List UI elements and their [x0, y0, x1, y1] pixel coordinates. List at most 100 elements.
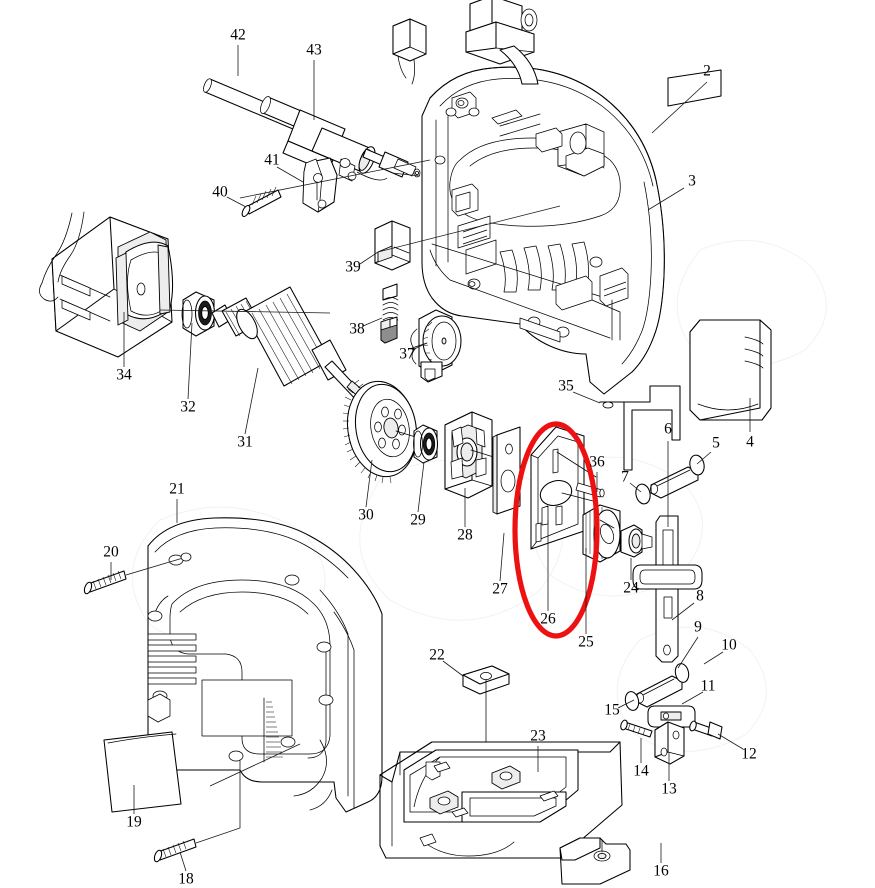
callout-number-21: 21 [169, 481, 185, 498]
callout-number-22: 22 [429, 647, 445, 664]
callout-number-30: 30 [358, 507, 374, 524]
callout-leader-35 [572, 391, 601, 404]
callout-40: 40 [212, 184, 247, 208]
callout-leader-7 [629, 482, 642, 493]
part-32-bearing [181, 291, 216, 337]
callout-number-43: 43 [306, 42, 322, 59]
callout-32: 32 [180, 322, 196, 416]
callout-leader-9 [677, 636, 699, 669]
callout-number-31: 31 [237, 434, 253, 451]
callout-leader-12 [717, 733, 744, 750]
callout-leader-3 [647, 187, 685, 211]
part-35-bracket [599, 385, 681, 471]
part-8-lever-arm [632, 515, 703, 663]
part-21-housing-left [147, 517, 383, 813]
callout-28: 28 [457, 488, 473, 544]
callout-6: 6 [664, 421, 672, 527]
callout-leader-40 [226, 196, 247, 208]
callout-23: 23 [530, 728, 546, 772]
callout-12: 12 [717, 733, 757, 763]
callout-13: 13 [661, 752, 677, 798]
part-9-link [636, 675, 683, 708]
internal-leader-lines [159, 159, 561, 787]
part-18-screw [153, 760, 241, 863]
callout-number-11: 11 [701, 678, 716, 695]
callout-layer: 2345678910111213141516181920212223242526… [103, 27, 757, 888]
callout-25: 25 [578, 548, 594, 651]
callout-number-39: 39 [345, 259, 361, 276]
callout-number-6: 6 [664, 421, 672, 438]
part-24-stud [620, 524, 653, 558]
part-25-roller [582, 504, 621, 563]
callout-leader-8 [671, 602, 695, 621]
callout-number-7: 7 [621, 469, 629, 486]
callout-number-38: 38 [349, 321, 365, 338]
top-components [392, 0, 539, 85]
callout-number-24: 24 [623, 580, 639, 597]
part-38-brush [380, 283, 399, 344]
part-34-field [39, 211, 174, 358]
callout-number-37: 37 [399, 346, 415, 363]
part-43-plunger [260, 96, 421, 178]
part-30-gear [342, 380, 433, 484]
part-5-washer [689, 454, 705, 476]
gear-teeth [342, 388, 392, 484]
callout-leader-29 [417, 461, 425, 513]
callout-number-16: 16 [653, 863, 669, 880]
callout-number-3: 3 [688, 173, 696, 190]
callout-11: 11 [681, 678, 716, 705]
callout-number-10: 10 [721, 637, 737, 654]
callout-24: 24 [623, 558, 639, 597]
callout-number-35: 35 [558, 378, 574, 395]
callout-8: 8 [671, 588, 704, 621]
callout-leader-5 [696, 451, 712, 465]
part-10-washer [674, 663, 690, 683]
ghost-watermark [131, 239, 827, 752]
callout-10: 10 [703, 637, 737, 665]
callout-22: 22 [429, 647, 464, 677]
callout-15: 15 [604, 699, 635, 719]
part-4-cover [689, 319, 772, 421]
part-19-plate [103, 731, 182, 813]
part-11-guide-block [647, 705, 696, 728]
part-37-brush-holder [410, 309, 462, 383]
callout-number-27: 27 [492, 581, 508, 598]
callout-30: 30 [358, 459, 374, 524]
callout-number-40: 40 [212, 184, 228, 201]
callout-leader-32 [187, 322, 193, 400]
callout-leader-27 [499, 532, 505, 582]
callout-42: 42 [230, 27, 246, 76]
callout-number-2: 2 [703, 63, 711, 80]
callout-number-9: 9 [694, 619, 702, 636]
callout-leader-39 [359, 251, 379, 265]
callout-number-8: 8 [696, 588, 704, 605]
red-highlight-ellipse [512, 421, 600, 639]
callout-31: 31 [237, 367, 259, 451]
callout-19: 19 [126, 785, 142, 831]
callout-36: 36 [589, 454, 605, 492]
part-3-housing [421, 66, 665, 395]
callout-38: 38 [349, 317, 383, 338]
callout-number-42: 42 [230, 27, 246, 44]
callout-number-19: 19 [126, 814, 142, 831]
callout-3: 3 [647, 173, 696, 211]
callout-20: 20 [103, 544, 119, 580]
spring-coils [382, 297, 399, 321]
callout-number-34: 34 [116, 367, 132, 384]
part-31-armature [211, 286, 373, 405]
callout-2: 2 [651, 63, 711, 134]
callout-leader-41 [276, 166, 304, 183]
callout-leader-10 [703, 651, 724, 665]
part-29-bearing [413, 424, 439, 464]
callout-leader-2 [651, 81, 708, 134]
callout-37: 37 [399, 342, 428, 363]
part-23-base-plate [379, 741, 623, 859]
callout-18: 18 [178, 851, 194, 888]
part-40-screw [241, 186, 282, 218]
callout-number-26: 26 [540, 611, 556, 628]
callout-7: 7 [621, 469, 642, 493]
callout-number-18: 18 [178, 871, 194, 888]
callout-leader-38 [362, 317, 383, 327]
